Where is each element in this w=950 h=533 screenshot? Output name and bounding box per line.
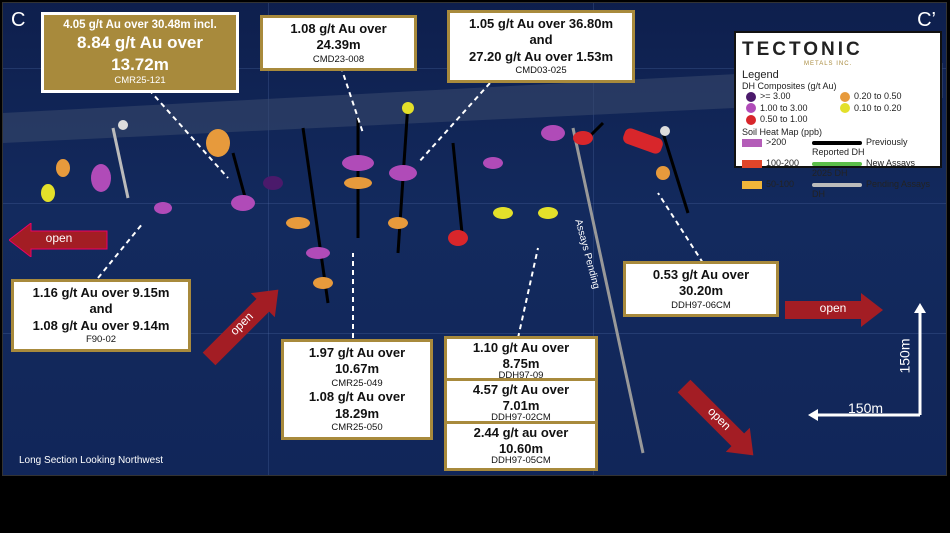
- callout-line: 1.10 g/t Au over 8.75m: [472, 340, 570, 371]
- callout-line: 8.84 g/t Au over 13.72m: [77, 33, 203, 74]
- hole-id: DDH97-06CM: [671, 299, 731, 311]
- legend-label: 0.20 to 0.50: [854, 91, 902, 101]
- legend-item: 1.00 to 3.00: [746, 103, 840, 114]
- callout-line: 27.20 g/t Au over 1.53m: [468, 48, 614, 64]
- callout-line: 1.16 g/t Au over 9.15m and: [32, 285, 170, 317]
- hole-id: DDH97-02CM: [491, 412, 551, 424]
- open-arrow-west: open: [8, 221, 109, 259]
- legend-item: Previously Reported DH: [812, 137, 934, 157]
- open-arrow-east: open: [783, 293, 883, 327]
- hole-id: DDH97-05CM: [491, 455, 551, 467]
- legend-item: New Assays 2025 DH: [812, 158, 934, 178]
- logo-subtitle: METALS INC.: [804, 61, 853, 67]
- legend-item: >= 3.00: [746, 91, 840, 102]
- legend-label: 0.50 to 1.00: [760, 114, 808, 125]
- callout-line: 4.57 g/t Au over 7.01m: [472, 382, 570, 413]
- composite-swatch: [746, 103, 756, 114]
- legend-item: >200: [742, 137, 812, 157]
- legend-label: New Assays 2025 DH: [812, 157, 916, 178]
- legend-title: Legend: [742, 69, 779, 81]
- section-caption: Long Section Looking Northwest: [19, 455, 163, 466]
- legend: TECTONIC METALS INC. Legend DH Composite…: [734, 31, 942, 199]
- callout-line: 4.05 g/t Au over 30.48m incl.: [63, 19, 217, 31]
- callout-cmd23-008: 1.08 g/t Au over 24.39m CMD23-008: [260, 15, 417, 72]
- composite-swatch: [840, 103, 850, 114]
- callout-f90-02: 1.16 g/t Au over 9.15m and 1.08 g/t Au o…: [11, 279, 191, 352]
- composites-title: DH Composites (g/t Au): [742, 81, 837, 91]
- surface-topography: [3, 63, 943, 143]
- legend-label: Pending Assays DH: [812, 178, 931, 199]
- hole-id: CMR25-049: [331, 377, 383, 389]
- hole-line-swatch: [812, 161, 862, 166]
- callout-line: 1.08 g/t Au over 24.39m: [290, 21, 387, 53]
- open-label: open: [819, 301, 847, 315]
- legend-item: 50-100: [742, 179, 812, 199]
- legend-label: 50-100: [766, 178, 795, 189]
- composite-intercepts: [41, 102, 670, 289]
- legend-label: >= 3.00: [760, 91, 791, 101]
- soil-swatch: [742, 180, 762, 189]
- composite-swatch: [746, 91, 756, 102]
- callout-cmr25-121: 4.05 g/t Au over 30.48m incl. 8.84 g/t A…: [41, 12, 239, 93]
- scale-horizontal: 150m: [848, 400, 884, 416]
- section-start-label: C: [11, 9, 26, 31]
- callout-ddh97-02cm: 4.57 g/t Au over 7.01m DDH97-02CM: [444, 378, 598, 428]
- soil-swatch: [742, 159, 762, 168]
- grid-line: [3, 333, 946, 334]
- legend-label: 1.00 to 3.00: [760, 102, 808, 113]
- tectonic-logo: TECTONIC: [742, 39, 863, 60]
- callout-line: 0.53 g/t Au over 30.20m: [652, 267, 750, 299]
- hole-id: F90-02: [85, 333, 117, 345]
- legend-item: 100-200: [742, 158, 812, 178]
- long-section: C C’ 4.05 g/t Au over 30.48m incl. 8.84 …: [2, 2, 947, 476]
- grid-line: [268, 3, 269, 475]
- legend-item: Pending Assays DH: [812, 179, 934, 199]
- composite-swatch: [840, 91, 850, 102]
- legend-item: 0.50 to 1.00: [746, 114, 840, 125]
- scale-vertical: 150m: [896, 338, 913, 374]
- callout-line: 2.44 g/t au over 10.60m: [473, 425, 569, 456]
- soil-swatch: [742, 138, 762, 147]
- callout-ddh97-05cm: 2.44 g/t au over 10.60m DDH97-05CM: [444, 421, 598, 471]
- callout-cmr25-049-050: 1.97 g/t Au over 10.67m CMR25-049 1.08 g…: [281, 339, 433, 440]
- composite-swatch: [746, 114, 756, 125]
- legend-label: >200: [766, 136, 787, 147]
- callout-line: 1.05 g/t Au over 36.80m and: [468, 16, 614, 48]
- open-label: open: [45, 231, 73, 245]
- section-end-label: C’: [917, 9, 936, 31]
- grid-line: [3, 203, 946, 204]
- open-arrow-southwest: open: [196, 278, 291, 373]
- callout-line: 1.97 g/t Au over 10.67m: [308, 345, 406, 377]
- grid-line: [593, 3, 594, 475]
- hole-line-swatch: [812, 140, 862, 145]
- hole-id: CMR25-050: [331, 421, 383, 433]
- callout-cmd03-025: 1.05 g/t Au over 36.80m and 27.20 g/t Au…: [447, 10, 635, 83]
- hole-id: DDH97-09: [498, 370, 544, 382]
- callout-line: 1.08 g/t Au over 18.29m: [308, 389, 406, 421]
- hole-line-swatch: [812, 182, 862, 187]
- legend-label: Previously Reported DH: [812, 136, 908, 157]
- drillhole-graphic: [3, 57, 943, 454]
- open-arrow-southeast: open: [671, 373, 766, 468]
- soil-title: Soil Heat Map (ppb): [742, 126, 823, 137]
- scale-bar: [808, 303, 926, 421]
- legend-item: 0.20 to 0.50: [840, 91, 934, 102]
- legend-item: 0.10 to 0.20: [840, 103, 934, 114]
- legend-label: 100-200: [766, 157, 800, 168]
- hole-id: CMD03-025: [515, 64, 567, 76]
- legend-label: 0.10 to 0.20: [854, 102, 902, 113]
- callout-ddh97-06cm: 0.53 g/t Au over 30.20m DDH97-06CM: [623, 261, 779, 318]
- hole-id: CMR25-121: [114, 74, 166, 86]
- hole-id: CMD23-008: [312, 53, 365, 65]
- callout-line: 1.08 g/t Au over 9.14m: [32, 317, 170, 333]
